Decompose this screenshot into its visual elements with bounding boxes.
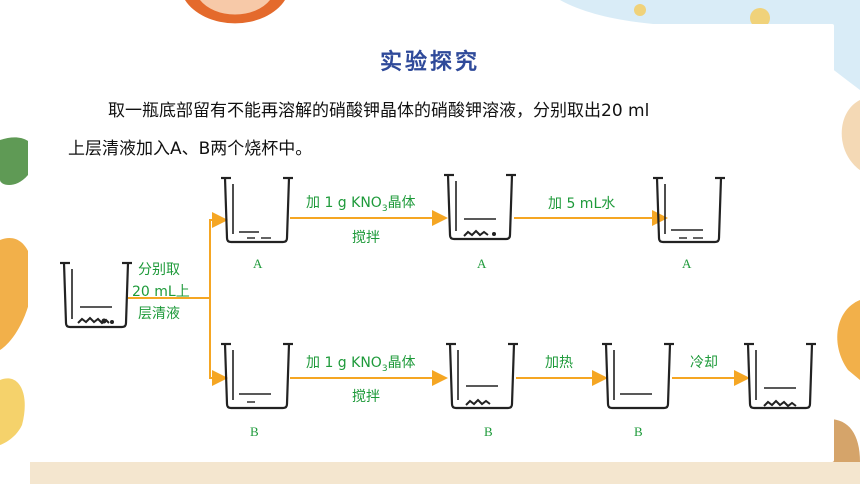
stir-label-a: 搅拌 — [352, 230, 380, 246]
right-blob-decoration — [841, 100, 860, 170]
slide-title: 实验探究 — [379, 49, 480, 75]
source-beaker — [58, 261, 134, 329]
beaker-a1 — [219, 176, 295, 244]
add-kno3-label-b: 加 1 g KNO3晶体 — [306, 352, 416, 374]
add-kno3-a-tail: 晶体 — [387, 195, 416, 211]
beaker-label-b1: B — [250, 424, 259, 439]
sky-blob-decoration — [560, 0, 860, 90]
slide-paragraph: 取一瓶底部留有不能再溶解的硝酸钾晶体的硝酸钾溶液，分别取出20 ml 上层清液加… — [68, 92, 798, 168]
split-label-line3: 层清液 — [138, 306, 180, 322]
add-kno3-b-text: 加 1 g KNO — [306, 355, 382, 371]
heat-label: 加热 — [545, 355, 573, 371]
split-label-line2: 20 mL上 — [132, 284, 190, 300]
add-kno3-a-text: 加 1 g KNO — [306, 195, 382, 211]
beaker-label-a1: A — [253, 256, 263, 271]
add-kno3-b-subscript: 3 — [381, 363, 388, 374]
add-water-label: 加 5 mL水 — [548, 196, 616, 212]
beaker-b1 — [219, 342, 295, 410]
stir-label-b: 搅拌 — [352, 389, 380, 405]
cool-label: 冷却 — [690, 355, 718, 371]
branch-arrow-up — [128, 212, 228, 299]
beaker-label-b2: B — [484, 424, 493, 439]
orange-blob-decoration — [0, 238, 34, 350]
branch-arrow-down — [209, 298, 228, 386]
beaker-label-a3: A — [682, 256, 692, 271]
add-kno3-a-subscript: 3 — [381, 203, 388, 214]
beaker-label-b3: B — [634, 424, 643, 439]
paragraph-line-2: 上层清液加入A、B两个烧杯中。 — [68, 139, 313, 159]
add-kno3-b-tail: 晶体 — [387, 355, 416, 371]
beaker-b2 — [444, 342, 520, 410]
split-label-line1: 分别取 — [138, 262, 180, 278]
bottom-decoration — [30, 462, 860, 484]
beaker-b3 — [600, 342, 676, 410]
leaf-decoration — [0, 137, 36, 185]
paragraph-line-1: 取一瓶底部留有不能再溶解的硝酸钾晶体的硝酸钾溶液，分别取出20 ml — [108, 101, 650, 121]
add-kno3-label-a: 加 1 g KNO3晶体 — [306, 192, 416, 214]
beaker-a2 — [442, 173, 518, 241]
beaker-a3 — [651, 176, 727, 244]
beaker-label-a2: A — [477, 256, 487, 271]
beaker-b4 — [742, 342, 818, 410]
